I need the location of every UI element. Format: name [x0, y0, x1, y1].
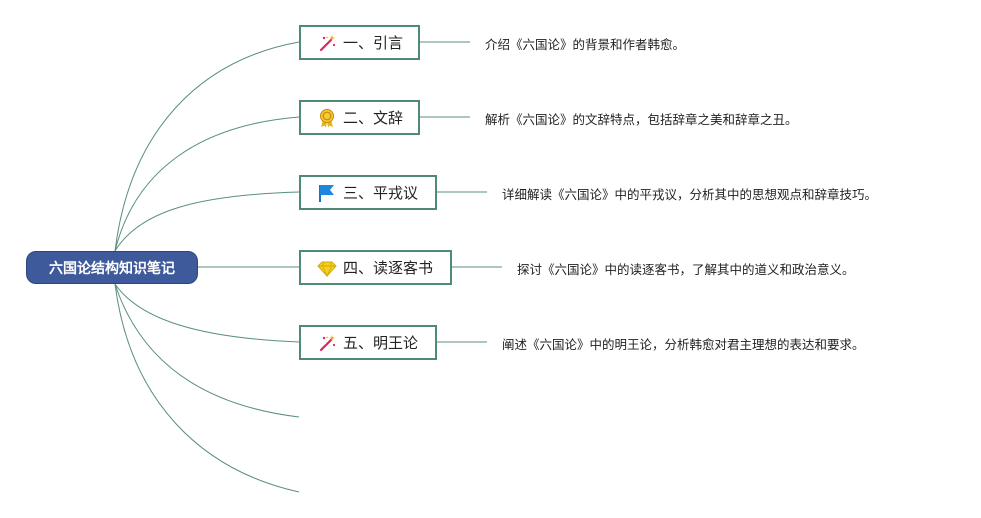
connector-7 — [114, 283, 300, 493]
branch-description: 详细解读《六国论》中的平戎议，分析其中的思想观点和辞章技巧。 — [502, 187, 878, 202]
branch-description: 解析《六国论》的文辞特点，包括辞章之美和辞章之丑。 — [485, 112, 798, 127]
magic-wand-icon — [317, 333, 337, 353]
connector-5 — [114, 283, 300, 343]
award-ribbon-icon — [317, 108, 337, 128]
connector-2 — [114, 116, 300, 252]
branch-description: 介绍《六国论》的背景和作者韩愈。 — [485, 37, 686, 52]
branch-node-wenci[interactable]: 二、文辞 — [299, 100, 420, 135]
connector-6 — [114, 283, 300, 418]
root-node[interactable]: 六国论结构知识笔记 — [26, 251, 198, 284]
branch-node-duzhukeshu[interactable]: 四、读逐客书 — [299, 250, 452, 285]
connector-3 — [114, 191, 300, 252]
branch-label: 二、文辞 — [343, 109, 404, 127]
branch-description: 阐述《六国论》中的明王论，分析韩愈对君主理想的表达和要求。 — [502, 337, 865, 352]
magic-wand-icon — [317, 33, 337, 53]
connector-1 — [114, 41, 300, 252]
branch-label: 三、平戎议 — [343, 184, 419, 202]
branch-node-pingrongyi[interactable]: 三、平戎议 — [299, 175, 437, 210]
branch-node-intro[interactable]: 一、引言 — [299, 25, 420, 60]
branch-label: 五、明王论 — [343, 334, 419, 352]
diamond-icon — [317, 258, 337, 278]
root-label: 六国论结构知识笔记 — [49, 260, 175, 277]
flag-icon — [317, 183, 337, 203]
branch-node-mingwanglun[interactable]: 五、明王论 — [299, 325, 437, 360]
branch-label: 一、引言 — [343, 34, 404, 52]
branch-description: 探讨《六国论》中的读逐客书，了解其中的道义和政治意义。 — [517, 262, 855, 277]
branch-label: 四、读逐客书 — [343, 259, 434, 277]
